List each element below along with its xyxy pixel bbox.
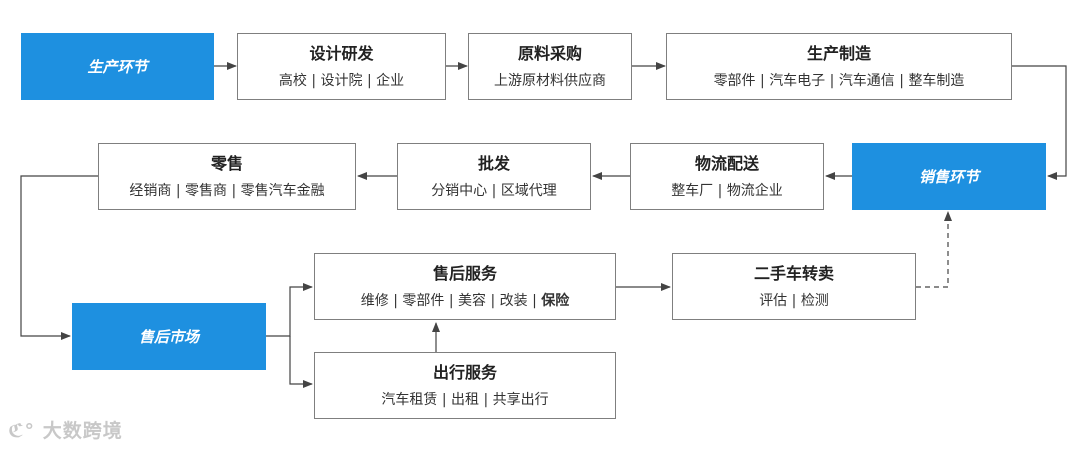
watermark-logo-icon: ℭ° <box>8 420 36 442</box>
node-used-car-title: 二手车转卖 <box>753 263 834 283</box>
node-mobility-items: 汽车租赁 | 出租 | 共享出行 <box>381 391 549 408</box>
arrow-retail-to-aftermarket <box>20 175 98 340</box>
arrow-aftermarket-to-mobility <box>289 336 313 388</box>
node-after-service-items: 维修 | 零部件 | 美容 | 改装 | 保险 <box>360 292 570 309</box>
node-retail-items: 经销商 | 零售商 | 零售汽车金融 <box>129 182 325 199</box>
stage-sales: 销售环节 <box>852 143 1046 210</box>
stage-production: 生产环节 <box>21 33 214 100</box>
node-used-car-items: 评估 | 检测 <box>759 292 829 309</box>
watermark: ℭ° 大数跨境 <box>8 416 123 443</box>
node-materials-title: 原料采购 <box>517 43 582 63</box>
node-retail: 零售 经销商 | 零售商 | 零售汽车金融 <box>98 143 356 210</box>
node-mobility-title: 出行服务 <box>432 362 497 382</box>
stage-aftermarket: 售后市场 <box>72 303 266 370</box>
arrow-usedcar-to-sales <box>916 211 952 288</box>
stage-sales-label: 销售环节 <box>918 168 979 186</box>
watermark-text: 大数跨境 <box>42 420 123 442</box>
stage-production-label: 生产环节 <box>87 58 148 76</box>
stage-aftermarket-label: 售后市场 <box>138 328 199 346</box>
arrow-aftermarket-to-service <box>266 283 313 337</box>
node-logistics-items: 整车厂 | 物流企业 <box>671 182 783 199</box>
node-materials-items: 上游原材料供应商 <box>494 72 606 89</box>
node-logistics-title: 物流配送 <box>694 153 759 173</box>
node-manufacturing: 生产制造 零部件 | 汽车电子 | 汽车通信 | 整车制造 <box>666 33 1012 100</box>
node-used-car: 二手车转卖 评估 | 检测 <box>672 253 916 320</box>
node-materials: 原料采购 上游原材料供应商 <box>468 33 632 100</box>
node-retail-title: 零售 <box>210 153 243 173</box>
node-wholesale-title: 批发 <box>477 153 510 173</box>
node-design: 设计研发 高校 | 设计院 | 企业 <box>237 33 446 100</box>
node-after-service: 售后服务 维修 | 零部件 | 美容 | 改装 | 保险 <box>314 253 616 320</box>
node-wholesale-items: 分销中心 | 区域代理 <box>431 182 557 199</box>
node-mobility: 出行服务 汽车租赁 | 出租 | 共享出行 <box>314 352 616 419</box>
node-wholesale: 批发 分销中心 | 区域代理 <box>397 143 591 210</box>
node-after-service-title: 售后服务 <box>432 263 497 283</box>
node-logistics: 物流配送 整车厂 | 物流企业 <box>630 143 824 210</box>
node-design-items: 高校 | 设计院 | 企业 <box>278 72 405 89</box>
node-design-title: 设计研发 <box>309 43 374 63</box>
node-manufacturing-items: 零部件 | 汽车电子 | 汽车通信 | 整车制造 <box>713 72 965 89</box>
arrow-manufacturing-to-sales <box>1012 65 1067 180</box>
node-manufacturing-title: 生产制造 <box>806 43 871 63</box>
